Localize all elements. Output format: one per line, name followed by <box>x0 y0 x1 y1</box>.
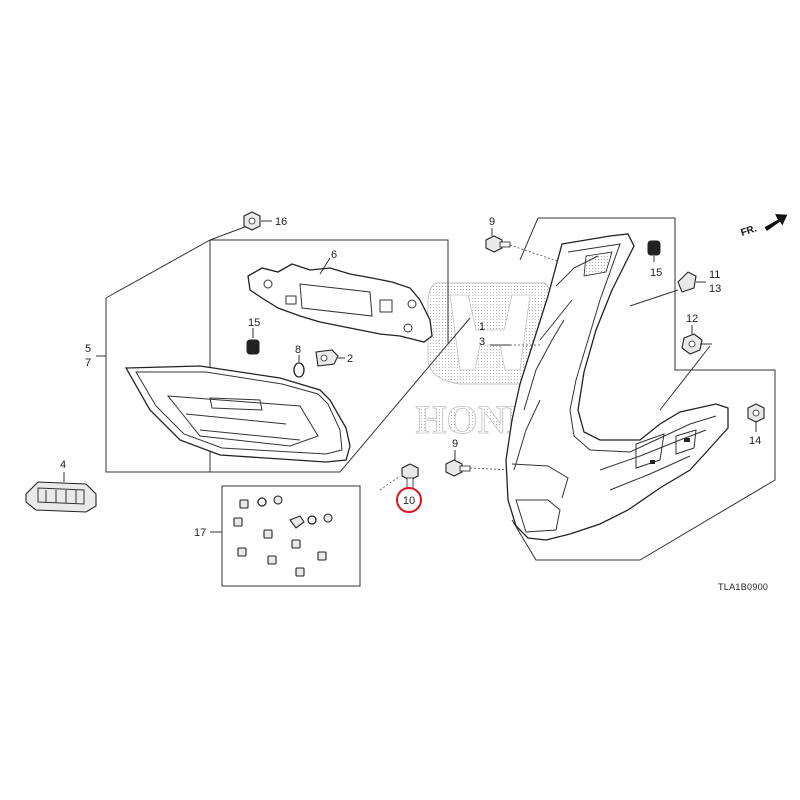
callout-2: 2 <box>347 353 353 365</box>
part-17-fastener-kit <box>221 485 361 587</box>
drawing-code: TLA1B0900 <box>718 582 768 592</box>
part-9-bolt-upper <box>485 235 511 253</box>
leader-9a-dash <box>509 244 567 265</box>
leader-11-13-b <box>629 289 679 307</box>
arrow-icon <box>764 214 788 232</box>
callout-17: 17 <box>194 527 206 539</box>
callout-15-left: 15 <box>248 317 260 329</box>
part-6-bracket <box>247 263 433 343</box>
left-box-join <box>447 317 471 345</box>
callout-3: 3 <box>479 336 485 348</box>
callout-1: 1 <box>479 321 485 333</box>
callout-4: 4 <box>60 459 66 471</box>
fr-label: FR. <box>740 223 759 239</box>
part-11-13-clip <box>677 271 697 293</box>
right-assembly-edge <box>519 217 539 261</box>
callout-10-highlighted[interactable]: 10 <box>396 487 422 513</box>
callout-11: 11 <box>709 269 720 281</box>
callout-7: 7 <box>85 357 91 369</box>
part-4-license-light <box>25 481 97 513</box>
part-15-grommet-right <box>647 240 661 256</box>
callout-16: 16 <box>275 216 287 228</box>
part-8-bulb <box>293 362 305 378</box>
leader-16 <box>209 224 251 241</box>
leader-9b-dash <box>469 467 513 471</box>
callout-13: 13 <box>709 283 721 295</box>
callout-10: 10 <box>403 495 415 507</box>
front-direction-indicator: FR. <box>740 214 788 239</box>
callout-8: 8 <box>295 344 301 356</box>
highlight-ring <box>396 487 422 513</box>
right-assembly-outline <box>511 217 776 561</box>
callout-6: 6 <box>331 249 337 261</box>
callout-5: 5 <box>85 343 91 355</box>
part-15-grommet-left <box>246 339 260 355</box>
leader-12-c <box>659 345 711 411</box>
leader-10-dash <box>379 475 401 491</box>
callout-9-lower: 9 <box>452 438 458 450</box>
part-9-bolt-lower <box>445 459 471 477</box>
part-10-bolt <box>401 463 419 489</box>
callout-12: 12 <box>686 313 698 325</box>
leader-6 <box>319 257 331 275</box>
part-1-3-outer-tail-lamp <box>505 233 729 541</box>
part-12-nut <box>681 333 703 355</box>
part-5-7-inner-tail-lamp <box>124 365 351 463</box>
part-2-socket <box>315 349 339 367</box>
callout-15-right: 15 <box>650 267 662 279</box>
part-14-nut <box>747 403 765 423</box>
callout-9-upper: 9 <box>489 216 495 228</box>
part-16-nut <box>243 211 261 231</box>
callout-14: 14 <box>749 435 761 447</box>
